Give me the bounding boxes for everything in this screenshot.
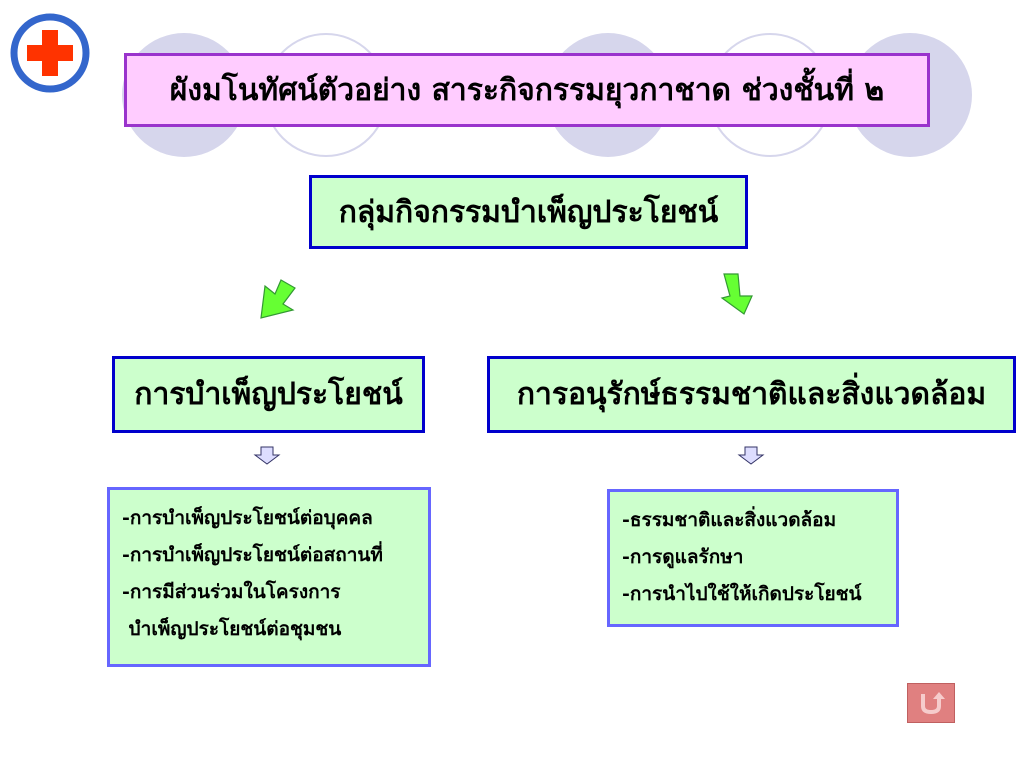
branch-node-label: การอนุรักษ์ธรรมชาติและสิ่งแวดล้อม: [516, 377, 987, 412]
arrow-down-right-icon: [720, 273, 753, 315]
list-item: บำเพ็ญประโยชน์ต่อชุมชน: [122, 618, 342, 640]
service-items-list: -การบำเพ็ญประโยชน์ต่อบุคคล -การบำเพ็ญประ…: [107, 487, 431, 667]
return-button[interactable]: [907, 683, 955, 723]
list-item: -การบำเพ็ญประโยชน์ต่อสถานที่: [122, 544, 383, 566]
conservation-items-list: -ธรรมชาติและสิ่งแวดล้อม -การดูแลรักษา -ก…: [607, 489, 899, 627]
page-title: ผังมโนทัศน์ตัวอย่าง สาระกิจกรรมยุวกาชาด …: [169, 72, 885, 108]
branch-node-label: การบำเพ็ญประโยชน์: [134, 377, 403, 412]
small-arrow-down-icon: [737, 446, 765, 465]
list-item: -การบำเพ็ญประโยชน์ต่อบุคคล: [122, 507, 373, 529]
list-item: -ธรรมชาติและสิ่งแวดล้อม: [622, 509, 837, 531]
list-item: -การดูแลรักษา: [622, 546, 744, 568]
root-node-label: กลุ่มกิจกรรมบำเพ็ญประโยชน์: [338, 194, 719, 230]
list-item: -การมีส่วนร่วมในโครงการ: [122, 581, 341, 603]
title-box: ผังมโนทัศน์ตัวอย่าง สาระกิจกรรมยุวกาชาด …: [124, 53, 930, 127]
small-arrow-down-icon: [253, 446, 281, 465]
branch-node-service: การบำเพ็ญประโยชน์: [112, 356, 425, 433]
branch-node-conservation: การอนุรักษ์ธรรมชาติและสิ่งแวดล้อม: [487, 356, 1016, 433]
red-cross-icon: [10, 13, 90, 93]
arrow-down-left-icon: [260, 279, 296, 319]
list-item: -การนำไปใช้ให้เกิดประโยชน์: [622, 583, 862, 605]
return-icon: [921, 692, 945, 715]
root-node: กลุ่มกิจกรรมบำเพ็ญประโยชน์: [309, 175, 748, 249]
